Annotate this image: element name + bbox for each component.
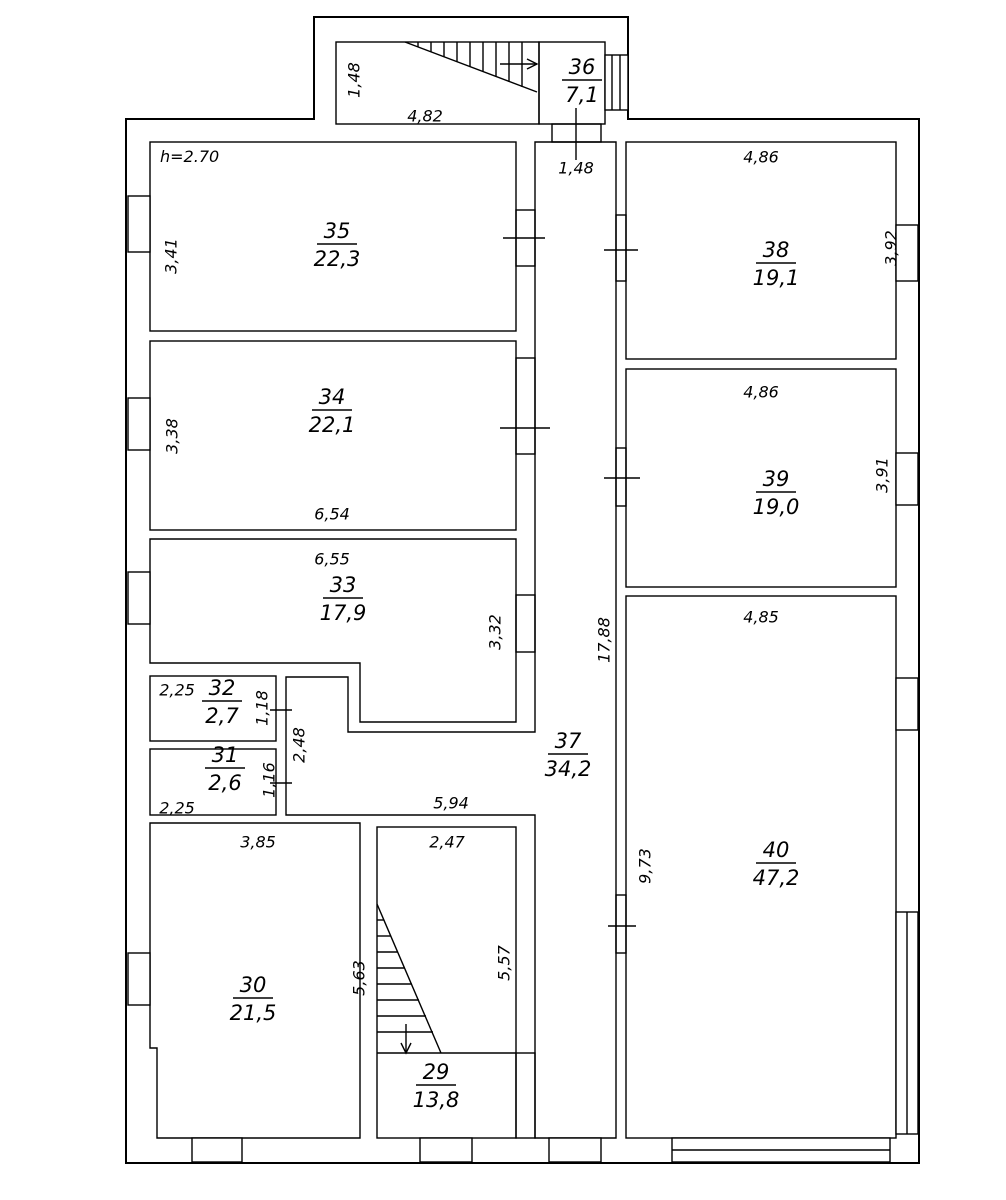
room-labels: 367,13522,33422,13317,9322,7312,63021,52…: [202, 55, 799, 1112]
window-36: [604, 54, 629, 111]
room-area: 34,2: [545, 757, 592, 781]
room-number: 33: [330, 573, 357, 597]
room-37-outline: [285, 141, 617, 1139]
dimension-label: 1,48: [558, 159, 594, 178]
ceiling-height-label: h=2.70: [160, 147, 219, 166]
dimension-label: 5,57: [495, 944, 514, 980]
room-area: 19,1: [753, 266, 800, 290]
dimension-label: 3,32: [486, 614, 505, 650]
room-number: 29: [423, 1060, 450, 1084]
dimension-label: 3,41: [162, 238, 181, 274]
outer-wall: [125, 16, 920, 1164]
dimension-labels: 1,48 4,82 1,48 4,86 3,92 3,41 4,86 3,38 6,54 3,91…: [159, 62, 900, 996]
dimension-label: 3,92: [882, 230, 901, 266]
room-31-outline: [149, 748, 277, 816]
room-area: 17,9: [320, 601, 367, 625]
room-area: 2,6: [208, 771, 241, 795]
stair-bottom: [376, 903, 442, 1055]
room-number: 31: [212, 743, 239, 767]
dimension-label: 4,86: [743, 148, 779, 167]
room-label-34: 34 22,1: [309, 385, 356, 437]
dimension-label: 6,55: [314, 550, 350, 569]
room-30-outline: [149, 822, 361, 1139]
dimension-label: 9,73: [636, 848, 655, 884]
room-number: 36: [569, 55, 596, 79]
room-area: 22,3: [314, 247, 361, 271]
dimension-label: 2,47: [429, 833, 465, 852]
room-label-35: 35 22,3: [314, 219, 361, 271]
room-label-31: 312,6: [205, 743, 245, 795]
room-area: 22,1: [309, 413, 356, 437]
dimension-label: 1,48: [345, 62, 364, 98]
room-33-outline: [149, 538, 517, 723]
room-label-32: 322,7: [202, 676, 242, 728]
dimension-label: 4,85: [743, 608, 779, 627]
room-number: 32: [209, 676, 236, 700]
room-label-29: 29 13,8: [413, 1060, 460, 1112]
door-marks: [270, 108, 640, 927]
dimension-label: 4,86: [743, 383, 779, 402]
windows-bottom: [191, 1137, 891, 1163]
room-area: 2,7: [205, 704, 239, 728]
windows-left: [127, 195, 151, 1006]
room-number: 40: [763, 838, 790, 862]
dimension-label: 3,91: [873, 457, 892, 493]
dimension-label: 1,16: [260, 762, 279, 798]
room-number: 39: [763, 467, 790, 491]
room-label-30: 30 21,5: [230, 973, 277, 1025]
dimension-label: 17,88: [595, 617, 614, 663]
room-label-38: 38 19,1: [753, 238, 800, 290]
dimension-label: 3,85: [240, 833, 276, 852]
room-39-outline: [625, 368, 897, 588]
dimension-label: 2,25: [159, 799, 195, 818]
room-number: 37: [555, 729, 582, 753]
dimension-label: 6,54: [314, 505, 350, 524]
room-label-36: 367,1: [562, 55, 602, 107]
room-area: 19,0: [753, 495, 800, 519]
room-label-37: 37 34,2: [545, 729, 592, 781]
room-number: 30: [240, 973, 267, 997]
room-area: 13,8: [413, 1088, 460, 1112]
dimension-label: 2,48: [290, 727, 309, 763]
dimension-label: 3,38: [163, 418, 182, 454]
dimension-label: 4,82: [407, 107, 443, 126]
room-label-39: 39 19,0: [753, 467, 800, 519]
dimension-label: 5,94: [433, 794, 469, 813]
windows-right: [895, 224, 919, 1135]
corridor-window-pockets: [515, 209, 627, 1139]
room-32-outline: [149, 675, 277, 742]
dimension-label: 5,63: [350, 960, 369, 996]
stair-top: [404, 41, 539, 93]
room-label-40: 40 47,2: [753, 838, 800, 890]
room-area: 47,2: [753, 866, 800, 890]
room-area: 7,1: [565, 83, 598, 107]
dimension-label: 1,18: [253, 690, 272, 726]
room-number: 35: [324, 219, 351, 243]
room-label-33: 33 17,9: [320, 573, 367, 625]
room-area: 21,5: [230, 1001, 277, 1025]
room-38-outline: [625, 141, 897, 360]
dimension-label: 2,25: [159, 681, 195, 700]
room-number: 34: [319, 385, 346, 409]
room-number: 38: [763, 238, 790, 262]
